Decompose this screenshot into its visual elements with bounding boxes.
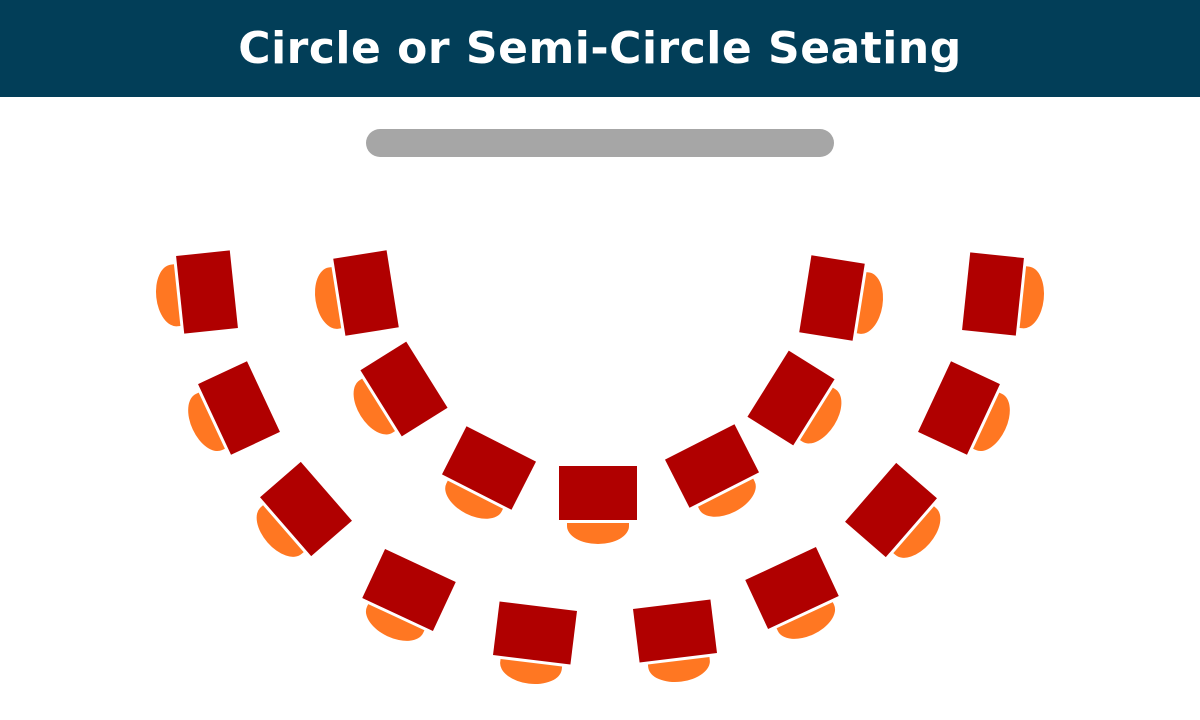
desk	[633, 599, 717, 663]
desk	[664, 424, 760, 508]
desk-seat	[845, 462, 941, 558]
chair	[647, 656, 710, 683]
chair	[567, 523, 629, 544]
desk-seat	[353, 341, 448, 437]
chair	[973, 392, 1010, 452]
desk-seat	[362, 549, 456, 641]
chair	[156, 264, 181, 327]
desk	[962, 252, 1024, 336]
desk-seat	[747, 350, 842, 446]
desk-seat	[441, 426, 537, 519]
desk-seat	[493, 601, 577, 685]
desk	[360, 341, 448, 437]
chair	[697, 478, 756, 517]
desk-seat	[799, 255, 884, 341]
desk-group	[156, 250, 1044, 685]
chair	[500, 658, 563, 685]
desk	[745, 547, 839, 629]
desk-seat	[559, 466, 637, 544]
desk-seat	[745, 547, 839, 639]
desk	[441, 426, 537, 510]
desk-seat	[156, 250, 238, 334]
desk-seat	[633, 599, 717, 683]
desk	[845, 462, 937, 558]
chair	[856, 272, 884, 334]
desk	[333, 250, 399, 336]
chair	[800, 387, 842, 444]
chair	[1019, 266, 1044, 329]
chair	[188, 392, 225, 452]
chair	[776, 602, 836, 639]
desk	[747, 350, 835, 446]
desk	[918, 361, 1000, 455]
desk-seat	[962, 252, 1044, 336]
desk-seat	[188, 361, 280, 455]
chair	[445, 480, 504, 519]
chair	[256, 505, 304, 557]
front-board	[366, 129, 834, 157]
desk-seat	[664, 424, 760, 517]
desk	[198, 361, 280, 455]
desk-seat	[314, 250, 399, 336]
chair	[353, 378, 395, 435]
desk	[493, 601, 577, 665]
desk	[799, 255, 865, 341]
chair	[365, 604, 425, 641]
desk	[176, 250, 238, 334]
desk	[362, 549, 456, 631]
chair	[893, 506, 941, 558]
desk-seat	[918, 361, 1010, 455]
chair	[314, 267, 342, 329]
desk-seat	[256, 461, 352, 557]
title-banner: Circle or Semi-Circle Seating	[0, 0, 1200, 97]
page-title: Circle or Semi-Circle Seating	[238, 23, 962, 74]
desk	[260, 461, 352, 557]
desk	[559, 466, 637, 520]
